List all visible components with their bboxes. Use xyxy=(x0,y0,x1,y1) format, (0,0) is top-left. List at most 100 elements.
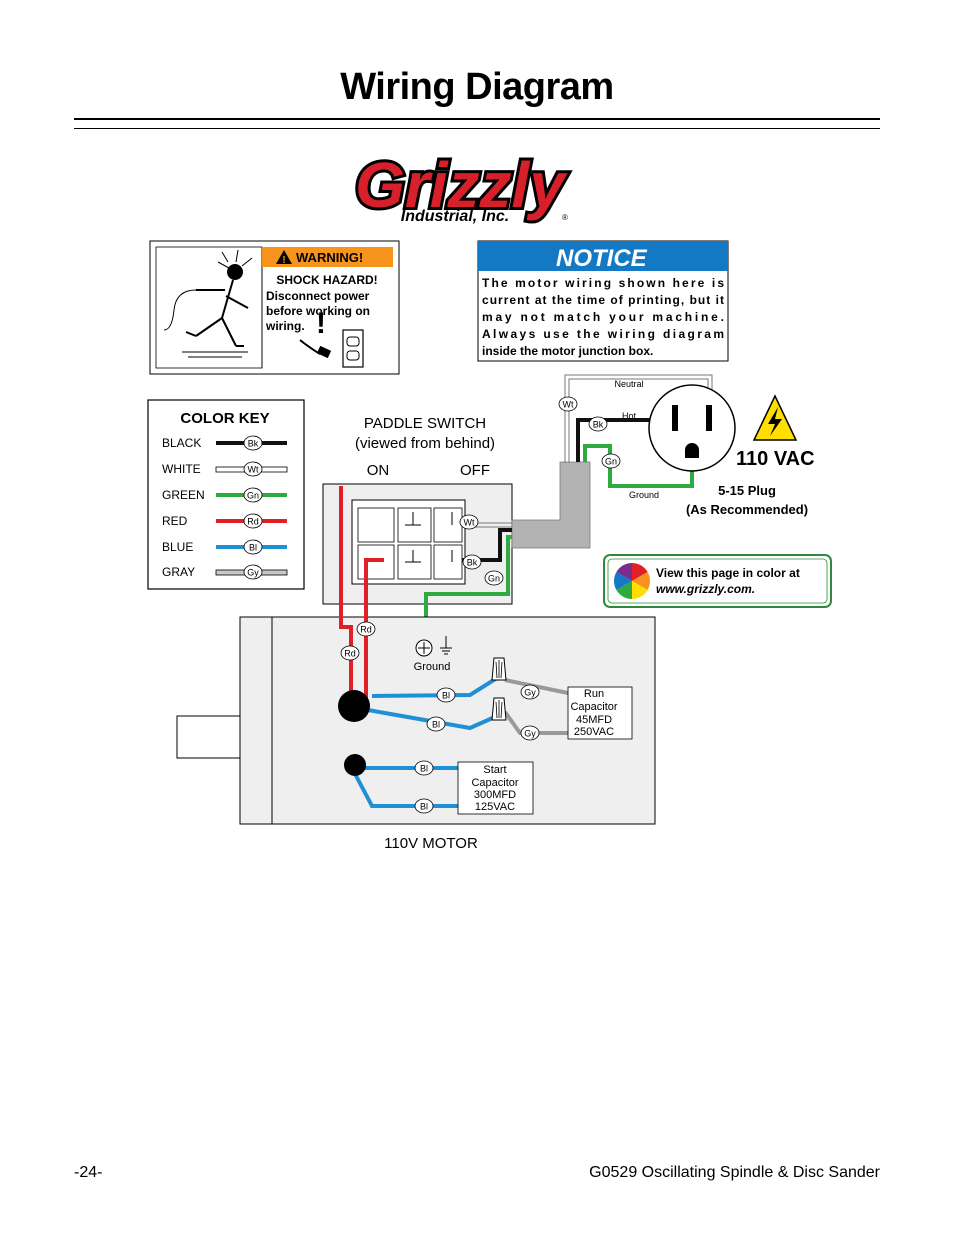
svg-text:Bl: Bl xyxy=(420,764,428,774)
svg-text:Gy: Gy xyxy=(524,729,536,739)
warning-line-2: Disconnect power xyxy=(266,289,370,303)
color-note-box: View this page in color at www.grizzly.c… xyxy=(603,554,832,608)
page-number: -24- xyxy=(74,1164,103,1181)
notice-header: NOTICE xyxy=(556,245,648,272)
motor-label: 110V MOTOR xyxy=(384,835,478,852)
run-cap-line-4: 250VAC xyxy=(574,726,614,738)
start-cap-line-2: Capacitor xyxy=(471,777,518,789)
svg-text:Gn: Gn xyxy=(605,457,617,467)
warning-line-3: before working on xyxy=(266,304,370,318)
paddle-switch xyxy=(322,483,513,605)
warning-box: ! WARNING! SHOCK HAZARD! Disconnect powe… xyxy=(149,240,400,375)
color-key-label: BLUE xyxy=(162,540,193,554)
start-cap-line-3: 300MFD xyxy=(474,789,516,801)
blue-wire-run-1 xyxy=(371,676,499,698)
wire-tag-rd-1: Rd xyxy=(356,621,376,637)
warning-line-1: SHOCK HAZARD! xyxy=(276,273,377,287)
exclamation-icon: ! xyxy=(316,307,326,340)
svg-text:Bk: Bk xyxy=(467,558,478,568)
warning-header: WARNING! xyxy=(296,250,363,265)
switch-off-label: OFF xyxy=(460,462,490,479)
wire-tag-bl-start-2: Bl xyxy=(414,798,434,814)
hot-wire xyxy=(576,418,665,462)
wire-tag-bl-start-1: Bl xyxy=(414,760,434,776)
color-key-tag: Gy xyxy=(247,568,259,578)
svg-text:Bl: Bl xyxy=(420,802,428,812)
red-wire-1 xyxy=(339,486,353,702)
logo-registered: ® xyxy=(562,213,568,222)
run-cap-line-2: Capacitor xyxy=(570,701,617,713)
svg-text:Rd: Rd xyxy=(360,625,372,635)
svg-text:Wt: Wt xyxy=(464,518,475,528)
svg-text:Gn: Gn xyxy=(488,574,500,584)
color-key-label: GREEN xyxy=(162,488,205,502)
wire-tag-bl-run-1: Bl xyxy=(436,687,456,703)
red-wire-2 xyxy=(364,558,384,705)
color-key: COLOR KEY BLACK Bk WHITE Wt GREEN Gn RED… xyxy=(147,399,305,590)
motor-terminal-main xyxy=(338,690,370,722)
wire-tag-bl-run-2: Bl xyxy=(426,716,446,732)
color-note-line-1: View this page in color at xyxy=(656,566,800,580)
product-name: G0529 Oscillating Spindle & Disc Sander xyxy=(589,1164,880,1181)
color-key-row-black: BLACK Bk xyxy=(162,435,287,451)
switch-on-label: ON xyxy=(367,462,390,479)
start-capacitor: Start Capacitor 300MFD 125VAC xyxy=(457,761,534,815)
warning-triangle-icon xyxy=(276,250,292,264)
gray-wire-2 xyxy=(503,710,568,735)
start-cap-line-1: Start xyxy=(483,764,506,776)
paddle-switch-subtitle: (viewed from behind) xyxy=(355,435,495,452)
logo-subtitle: Industrial, Inc. xyxy=(401,208,509,225)
notice-box: NOTICE The motor wiring shown here is cu… xyxy=(477,240,729,362)
wire-tag-gn-cord: Gn xyxy=(601,453,621,469)
page-title: Wiring Diagram xyxy=(340,66,614,108)
neutral-wire-outline xyxy=(564,374,713,463)
color-key-tag: Bk xyxy=(248,439,259,449)
warning-line-4: wiring. xyxy=(265,319,305,333)
color-key-tag: Wt xyxy=(248,465,259,475)
shock-figure-icon xyxy=(163,249,253,358)
ground-screw-icon xyxy=(415,636,452,657)
logo-name: Grizzly xyxy=(355,149,568,221)
svg-text:Wt: Wt xyxy=(563,400,574,410)
run-capacitor: Run Capacitor 45MFD 250VAC xyxy=(567,686,633,740)
gray-wire-1 xyxy=(504,678,569,695)
power-cord xyxy=(511,461,591,549)
wire-nut-icon xyxy=(491,697,507,721)
color-key-row-green: GREEN Gn xyxy=(162,487,287,503)
green-wire-switch xyxy=(424,535,512,648)
paddle-switch-title: PADDLE SWITCH xyxy=(364,415,486,432)
wire-tag-gn-switch: Gn xyxy=(484,570,504,586)
svg-text:Rd: Rd xyxy=(344,649,356,659)
wire-tag-wt-switch: Wt xyxy=(459,514,479,530)
color-key-tag: Bl xyxy=(249,543,257,553)
logo-outline: Grizzly xyxy=(355,149,568,221)
voltage-label: 110 VAC xyxy=(736,448,815,470)
plug-ground-label: Ground xyxy=(629,490,659,500)
unplug-icon xyxy=(299,329,364,368)
color-key-row-gray: GRAY Gy xyxy=(162,564,288,580)
color-key-tag: Rd xyxy=(247,517,259,527)
color-note-link[interactable]: www.grizzly.com. xyxy=(656,582,755,596)
start-cap-line-4: 125VAC xyxy=(475,801,515,813)
receptacle-5-15 xyxy=(648,384,736,472)
notice-line-2: current at the time of printing, but it xyxy=(482,293,724,307)
notice-line-4: Always use the wiring diagram xyxy=(482,327,724,341)
plug-type-label: 5-15 Plug xyxy=(718,483,776,498)
motor-terminal-start xyxy=(344,754,366,776)
run-cap-line-1: Run xyxy=(584,688,604,700)
svg-text:Gy: Gy xyxy=(524,688,536,698)
color-key-label: BLACK xyxy=(162,436,201,450)
motor-ground-label: Ground xyxy=(414,661,451,673)
wire-tag-gy-1: Gy xyxy=(520,684,540,700)
wire-tag-gy-2: Gy xyxy=(520,725,540,741)
grizzly-logo: Grizzly Grizzly Industrial, Inc. ® xyxy=(352,146,571,225)
hot-label: Hot xyxy=(622,411,637,421)
svg-text:Bk: Bk xyxy=(593,420,604,430)
svg-text:!: ! xyxy=(282,255,285,266)
color-key-row-red: RED Rd xyxy=(162,513,287,529)
color-key-tag: Gn xyxy=(247,491,259,501)
svg-text:Bl: Bl xyxy=(442,691,450,701)
wire-nut-icon xyxy=(491,657,507,681)
notice-line-1: The motor wiring shown here is xyxy=(482,276,724,290)
